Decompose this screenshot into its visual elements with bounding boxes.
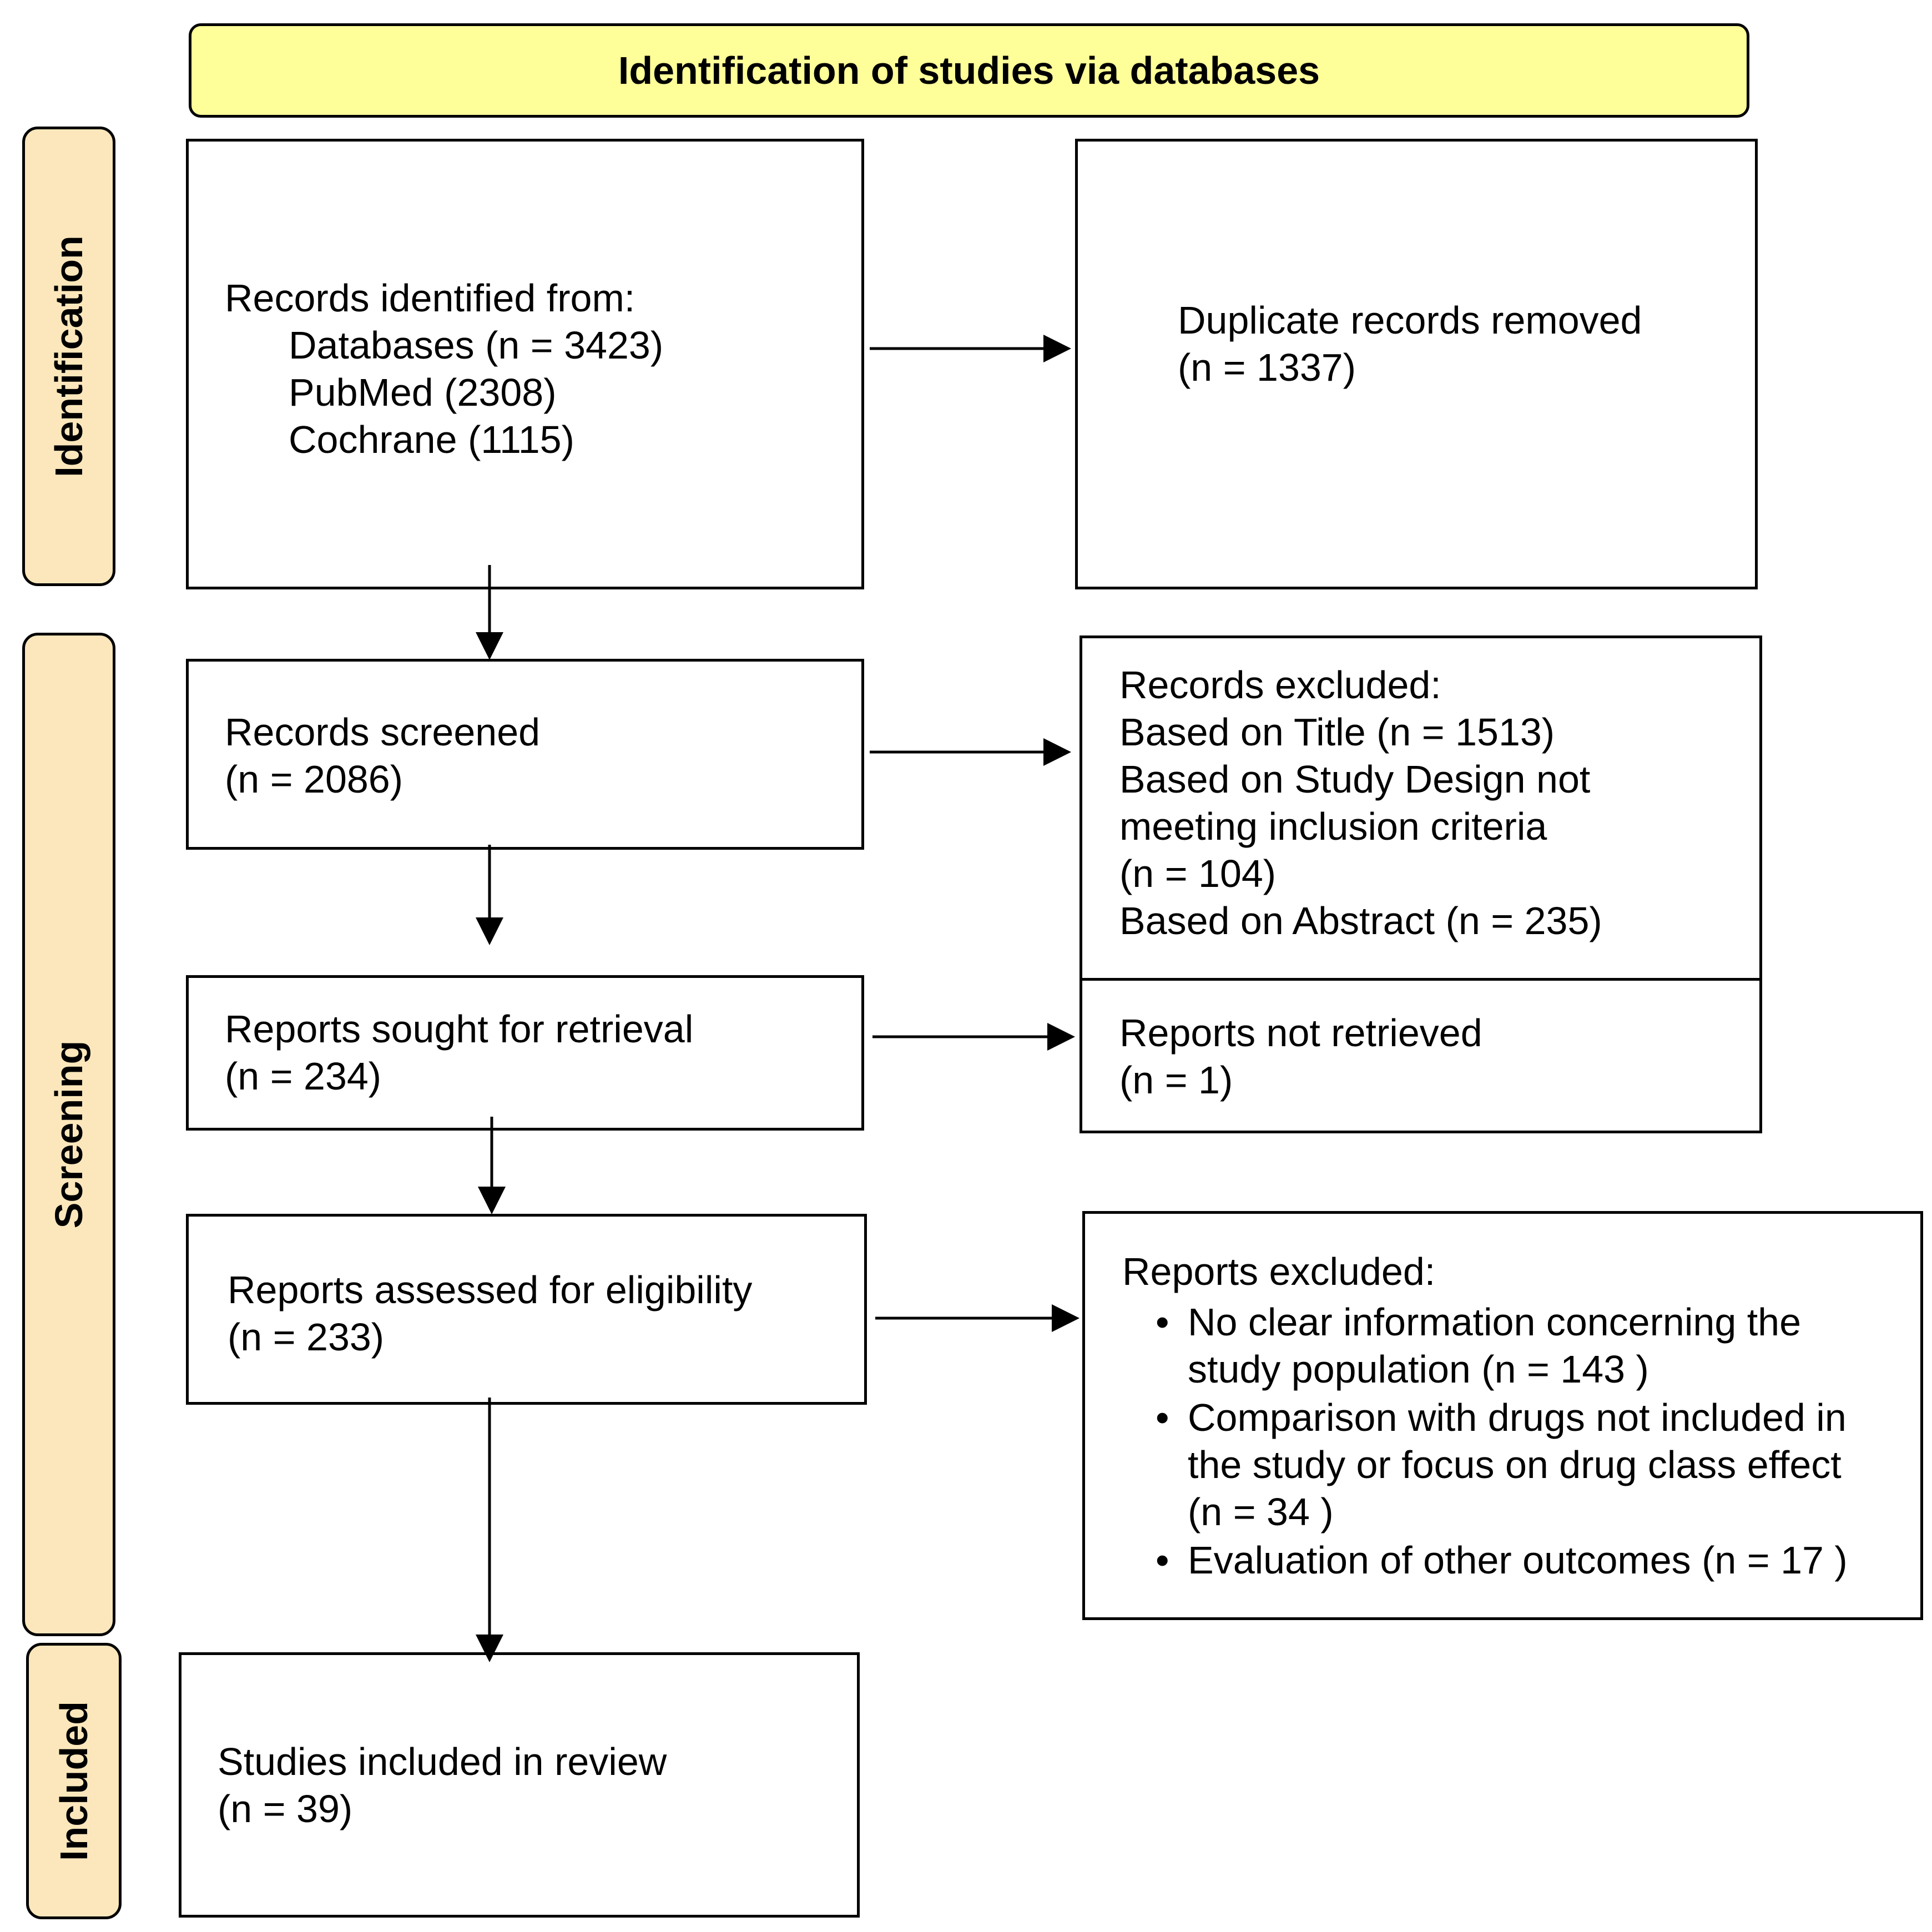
duplicates-removed-text: Duplicate records removed (n = 1337): [1178, 297, 1642, 391]
records-excluded-line: Based on Study Design not: [1119, 758, 1591, 801]
records-identified-line: Databases (n = 3423): [289, 324, 664, 367]
records-identified-title: Records identified from:: [225, 276, 635, 320]
reports-excluded-item: Comparison with drugs not included in th…: [1156, 1394, 1848, 1536]
reports-excluded-text: Reports excluded: No clear information c…: [1122, 1248, 1848, 1584]
duplicates-removed-title: Duplicate records removed: [1178, 299, 1642, 342]
records-screened-title: Records screened: [225, 710, 541, 754]
reports-assessed-text: Reports assessed for eligibility (n = 23…: [228, 1267, 752, 1361]
header-title: Identification of studies via databases: [618, 49, 1320, 92]
records-excluded-text: Records excluded: Based on Title (n = 15…: [1119, 662, 1602, 945]
records-identified-line: Cochrane (1115): [289, 418, 574, 461]
reports-sought-text: Reports sought for retrieval (n = 234): [225, 1006, 693, 1100]
reports-excluded-item-line: No clear information concerning the: [1188, 1300, 1802, 1344]
duplicates-removed-box: Duplicate records removed (n = 1337): [1075, 139, 1758, 589]
reports-sought-box: Reports sought for retrieval (n = 234): [186, 975, 864, 1131]
header-banner: Identification of studies via databases: [189, 23, 1749, 118]
records-excluded-line: (n = 104): [1119, 852, 1277, 895]
duplicates-removed-count: (n = 1337): [1178, 346, 1356, 389]
stage-screening: Screening: [22, 633, 115, 1636]
reports-assessed-box: Reports assessed for eligibility (n = 23…: [186, 1214, 867, 1405]
reports-excluded-item: No clear information concerning the stud…: [1156, 1299, 1848, 1393]
stage-included: Included: [26, 1643, 122, 1919]
records-identified-box: Records identified from: Databases (n = …: [186, 139, 864, 589]
records-excluded-title: Records excluded:: [1119, 663, 1441, 707]
reports-excluded-item-line: Evaluation of other outcomes (n = 17 ): [1188, 1538, 1848, 1582]
reports-not-retrieved-box: Reports not retrieved (n = 1): [1080, 978, 1762, 1133]
studies-included-text: Studies included in review (n = 39): [218, 1738, 667, 1833]
reports-excluded-box: Reports excluded: No clear information c…: [1082, 1211, 1923, 1620]
reports-sought-title: Reports sought for retrieval: [225, 1007, 694, 1051]
records-screened-text: Records screened (n = 2086): [225, 709, 540, 803]
reports-excluded-item-line: Comparison with drugs not included in: [1188, 1396, 1847, 1439]
records-excluded-box: Records excluded: Based on Title (n = 15…: [1080, 635, 1762, 982]
records-excluded-line: meeting inclusion criteria: [1119, 805, 1547, 848]
reports-not-retrieved-text: Reports not retrieved (n = 1): [1119, 1010, 1482, 1104]
records-excluded-line: Based on Title (n = 1513): [1119, 710, 1555, 754]
records-identified-line: PubMed (2308): [289, 371, 557, 414]
reports-excluded-list: No clear information concerning the stud…: [1156, 1299, 1848, 1584]
records-screened-count: (n = 2086): [225, 758, 403, 801]
reports-excluded-item-line: (n = 34 ): [1188, 1490, 1334, 1534]
reports-assessed-count: (n = 233): [228, 1315, 385, 1359]
studies-included-count: (n = 39): [218, 1787, 353, 1830]
reports-not-retrieved-title: Reports not retrieved: [1119, 1011, 1482, 1055]
reports-excluded-title: Reports excluded:: [1122, 1250, 1436, 1293]
records-excluded-line: Based on Abstract (n = 235): [1119, 899, 1602, 942]
studies-included-title: Studies included in review: [218, 1740, 667, 1783]
reports-assessed-title: Reports assessed for eligibility: [228, 1268, 753, 1311]
records-screened-box: Records screened (n = 2086): [186, 659, 864, 850]
reports-sought-count: (n = 234): [225, 1055, 382, 1098]
studies-included-box: Studies included in review (n = 39): [179, 1652, 860, 1918]
reports-not-retrieved-count: (n = 1): [1119, 1058, 1233, 1102]
stage-identification: Identification: [22, 127, 115, 586]
records-identified-text: Records identified from: Databases (n = …: [225, 275, 663, 463]
reports-excluded-item: Evaluation of other outcomes (n = 17 ): [1156, 1537, 1848, 1584]
reports-excluded-item-line: study population (n = 143 ): [1188, 1348, 1649, 1391]
reports-excluded-item-line: the study or focus on drug class effect: [1188, 1443, 1842, 1486]
